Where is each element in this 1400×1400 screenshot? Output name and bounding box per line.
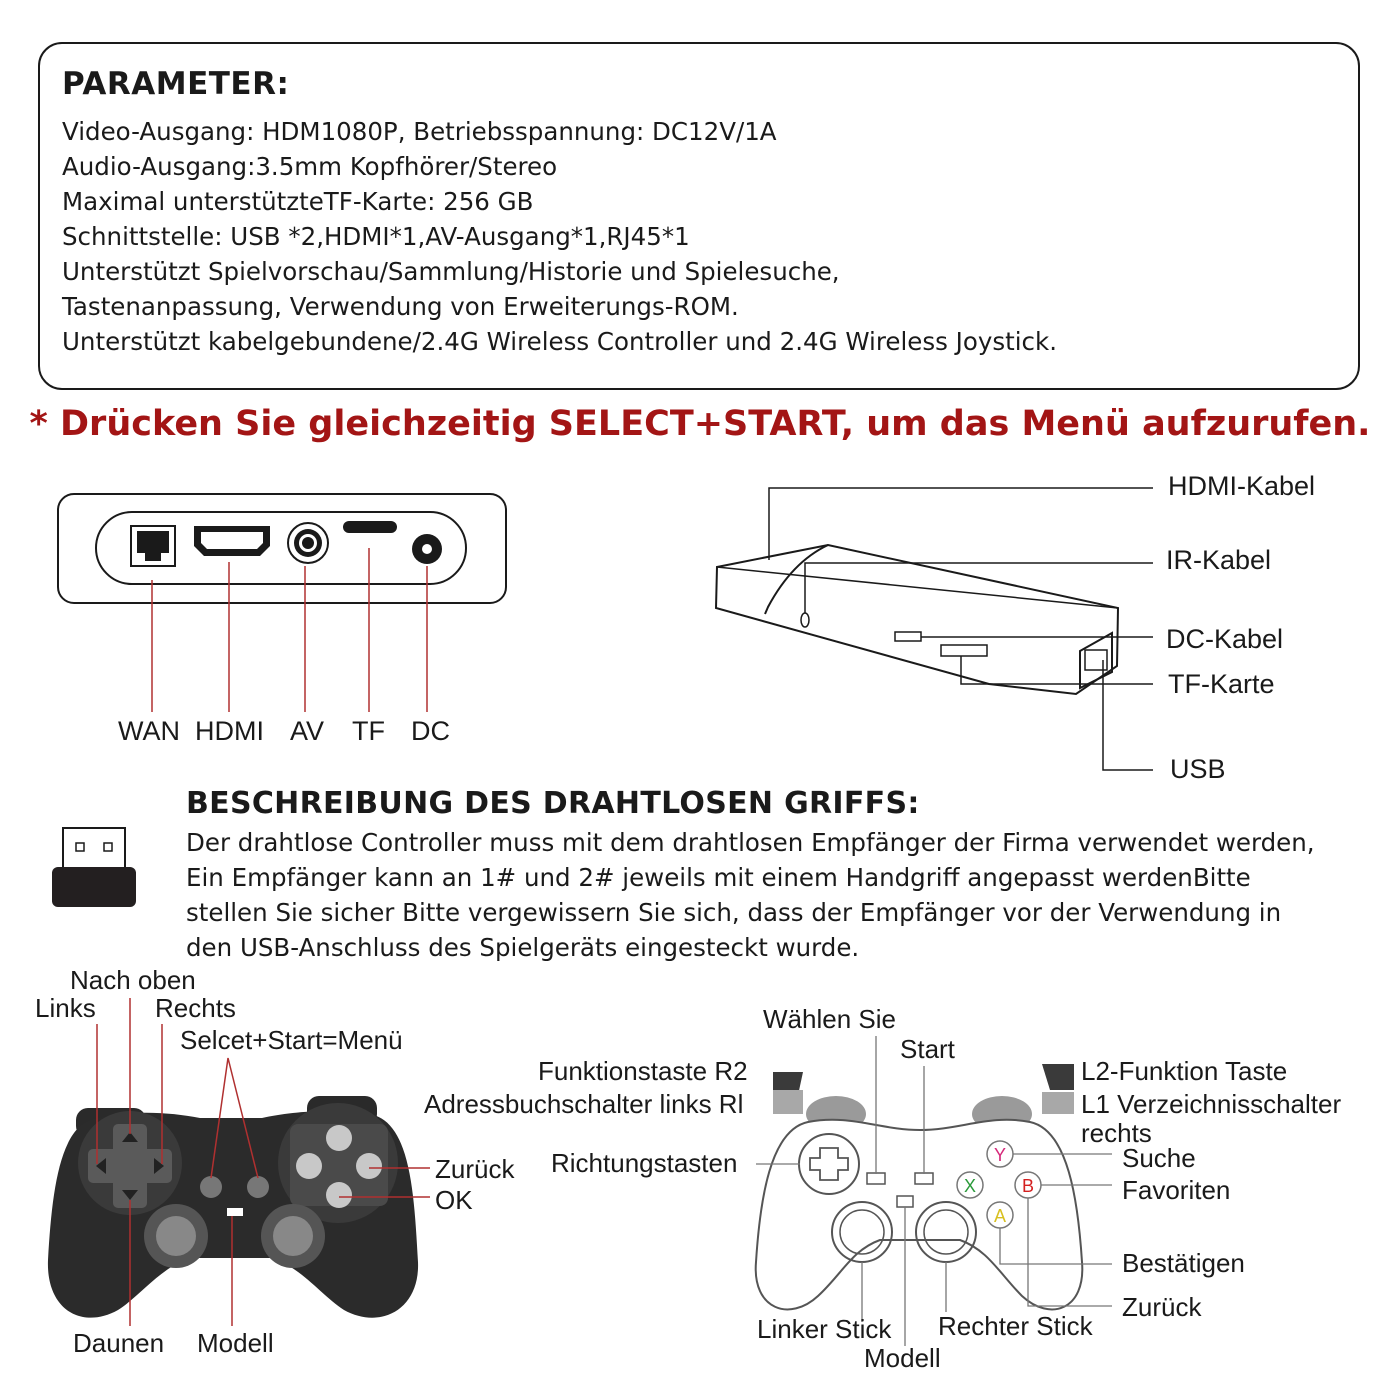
label-richtungstasten: Richtungstasten [551, 1148, 738, 1178]
parameter-box [38, 42, 1360, 390]
stick-leader-lines [768, 487, 1153, 771]
parameter-line: Unterstützt Spielvorschau/Sammlung/Histo… [62, 257, 840, 286]
av-port-icon [287, 522, 329, 564]
label-ps-modell: Modell [197, 1328, 274, 1358]
dpad-icon [88, 1124, 172, 1208]
a-button-label: A [994, 1206, 1006, 1226]
b-button-label: B [1022, 1176, 1034, 1196]
hdmi-port-icon [194, 526, 270, 556]
port-panel [57, 493, 507, 712]
label-r2: Funktionstaste R2 [538, 1056, 748, 1086]
label-linker-stick: Linker Stick [757, 1314, 892, 1344]
dc-port-icon [412, 534, 442, 564]
wireless-line: stellen Sie sicher Bitte vergewissern Si… [186, 898, 1282, 927]
label-favoriten: Favoriten [1122, 1175, 1231, 1205]
parameter-line: Tastenanpassung, Verwendung von Erweiter… [62, 292, 739, 321]
wireless-title: BESCHREIBUNG DES DRAHTLOSEN GRIFFS: [186, 786, 920, 821]
port-label-dc: DC [411, 716, 450, 746]
label-selcet-start: Selcet+Start=Menü [180, 1025, 403, 1055]
port-label-tf: TF [352, 716, 385, 746]
label-tf-karte: TF-Karte [1168, 669, 1275, 699]
label-suche: Suche [1122, 1143, 1196, 1173]
label-hdmi-kabel: HDMI-Kabel [1168, 471, 1316, 501]
port-label-hdmi: HDMI [195, 716, 264, 746]
label-daunen: Daunen [73, 1328, 165, 1358]
label-start: Start [900, 1034, 955, 1064]
label-bestaetigen: Bestätigen [1122, 1248, 1245, 1278]
label-waehlen-sie: Wählen Sie [763, 1004, 896, 1034]
y-button-label: Y [994, 1145, 1006, 1165]
rj45-port-icon [130, 525, 176, 567]
label-ir-kabel: IR-Kabel [1166, 545, 1272, 575]
label-ps-zurueck: Zurück [435, 1154, 515, 1184]
parameter-line: Audio-Ausgang:3.5mm Kopfhörer/Stereo [62, 152, 558, 181]
label-nach-oben: Nach oben [70, 965, 196, 995]
label-rl: Adressbuchschalter links Rl [424, 1089, 744, 1119]
label-rechter-stick: Rechter Stick [938, 1311, 1093, 1341]
x-button-label: X [964, 1176, 976, 1196]
label-l2: L2-Funktion Taste [1081, 1056, 1288, 1086]
wireless-line: Ein Empfänger kann an 1# und 2# jeweils … [186, 863, 1251, 892]
label-l1-rechts: rechts [1081, 1118, 1152, 1148]
label-xb-modell: Modell [864, 1343, 941, 1373]
usb-receiver-icon [52, 827, 136, 907]
port-label-wan: WAN [118, 716, 180, 746]
label-usb: USB [1170, 754, 1226, 784]
xbox-leader-lines [756, 1036, 1112, 1346]
tv-stick [714, 543, 1120, 696]
wireless-line: den USB-Anschluss des Spielgeräts einges… [186, 933, 860, 962]
wireless-line: Der drahtlose Controller muss mit dem dr… [186, 828, 1315, 857]
ps-leader-lines [96, 998, 430, 1326]
tf-slot-icon [343, 521, 397, 533]
parameter-line: Video-Ausgang: HDM1080P, Betriebsspannun… [62, 117, 777, 146]
label-links: Links [35, 993, 96, 1023]
label-dc-kabel: DC-Kabel [1166, 624, 1284, 654]
ps-controller [47, 1096, 419, 1318]
parameter-line: Schnittstelle: USB *2,HDMI*1,AV-Ausgang*… [62, 222, 690, 251]
label-l1: L1 Verzeichnisschalter [1081, 1089, 1342, 1119]
menu-note: * Drücken Sie gleichzeitig SELECT+START,… [29, 404, 1371, 444]
label-rechts: Rechts [155, 993, 236, 1023]
label-ps-ok: OK [435, 1185, 473, 1215]
parameter-title: PARAMETER: [62, 66, 290, 102]
label-xb-zurueck: Zurück [1122, 1292, 1202, 1322]
port-label-av: AV [290, 716, 325, 746]
parameter-line: Maximal unterstützteTF-Karte: 256 GB [62, 187, 534, 216]
parameter-line: Unterstützt kabelgebundene/2.4G Wireless… [62, 327, 1057, 356]
